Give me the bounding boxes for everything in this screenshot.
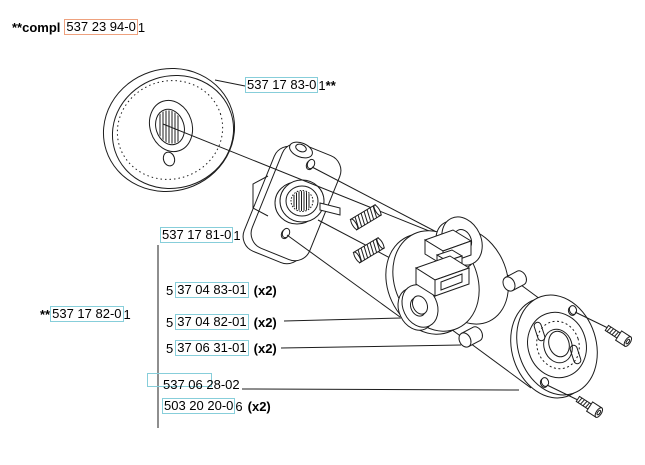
- empty-highlight-box[interactable]: [147, 373, 212, 387]
- part-label-537-17-81-01: 537 17 81-0 1: [160, 227, 241, 243]
- part-number-highlight[interactable]: 503 20 20-0: [162, 398, 236, 414]
- part-label-537-06-28-02: 537 06 28-02: [163, 377, 240, 392]
- compl-part-number-highlight[interactable]: 537 23 94-0: [64, 19, 138, 35]
- mounting-plate-part-drawing: [242, 141, 342, 265]
- quantity-label: (x2): [253, 282, 277, 298]
- compl-prefix: **compl: [12, 19, 61, 35]
- callout-leader-lines: [157, 79, 520, 428]
- quantity-label: (x2): [247, 398, 271, 414]
- part-number-rest: 6: [235, 398, 243, 414]
- part-number-lead: 5: [166, 314, 174, 330]
- bushing-part-drawing: [456, 324, 486, 350]
- part-number-rest: 1: [233, 227, 241, 243]
- compl-part-label: **compl 537 23 94-0 1: [12, 19, 145, 35]
- part-number-highlight[interactable]: 537 17 81-0: [160, 227, 234, 243]
- footnote-stars: **: [40, 306, 51, 322]
- footnote-stars: **: [325, 77, 336, 93]
- part-label-537-06-31-01: 5 37 06 31-01 (x2): [166, 340, 277, 356]
- quantity-label: (x2): [253, 340, 277, 356]
- part-number-highlight[interactable]: 537 17 83-0: [245, 77, 319, 93]
- part-label-537-04-82-01: 5 37 04 82-01 (x2): [166, 314, 277, 330]
- quantity-label: (x2): [253, 314, 277, 330]
- part-number-text: 537 06 28-02: [163, 377, 240, 392]
- part-number-highlight[interactable]: 37 06 31-01: [175, 340, 249, 356]
- spring-part-drawing: [348, 203, 383, 231]
- flange-part-drawing: [510, 294, 598, 399]
- drum-part-label: 537 17 83-0 1 **: [245, 77, 336, 93]
- part-number-lead: 5: [166, 282, 174, 298]
- part-number-rest: 1: [123, 306, 131, 322]
- screw-part-drawing: [574, 393, 605, 420]
- part-number-highlight[interactable]: 37 04 82-01: [175, 314, 249, 330]
- drum-part-drawing: [102, 68, 236, 192]
- part-number-lead: 5: [166, 340, 174, 356]
- part-number-rest: 1: [137, 19, 146, 35]
- assembly-part-label: ** 537 17 82-0 1: [40, 306, 131, 322]
- screw-part-drawing: [603, 322, 634, 349]
- part-number-highlight[interactable]: 37 04 83-01: [175, 282, 249, 298]
- clutch-part-drawing: [385, 216, 509, 335]
- part-number-highlight[interactable]: 537 17 82-0: [50, 306, 124, 322]
- part-label-503-20-20-06: 503 20 20-0 6 (x2): [162, 398, 271, 414]
- part-label-537-04-83-01: 5 37 04 83-01 (x2): [166, 282, 277, 298]
- part-number-rest: 1: [318, 77, 326, 93]
